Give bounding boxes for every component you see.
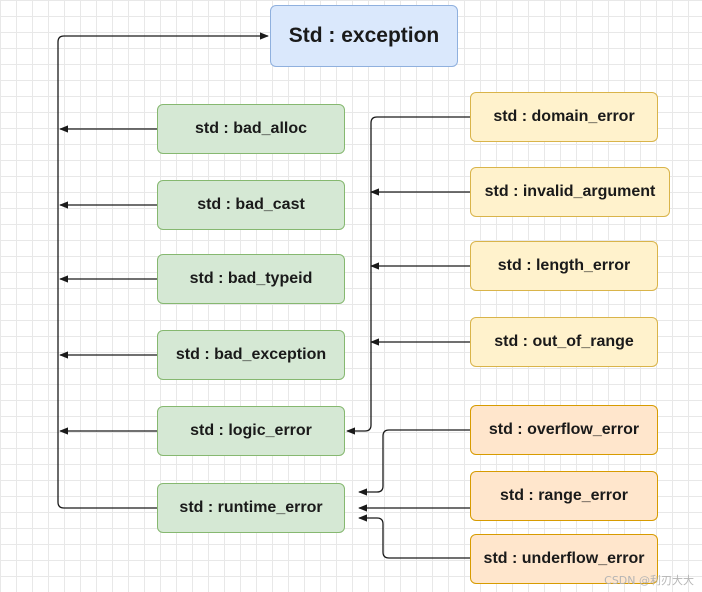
edge-domain-error xyxy=(346,116,470,435)
watermark: CSDN @利刃大大 xyxy=(604,574,694,587)
node-bad-alloc: std : bad_alloc xyxy=(157,104,345,154)
node-bad-typeid: std : bad_typeid xyxy=(157,254,345,304)
node-domain-error: std : domain_error xyxy=(470,92,658,142)
edge-runtime-to-exception xyxy=(57,32,269,509)
node-underflow-error: std : underflow_error xyxy=(470,534,658,584)
node-out-of-range: std : out_of_range xyxy=(470,317,658,367)
node-length-error: std : length_error xyxy=(470,241,658,291)
node-logic-error: std : logic_error xyxy=(157,406,345,456)
node-range-error: std : range_error xyxy=(470,471,658,521)
node-bad-cast: std : bad_cast xyxy=(157,180,345,230)
node-bad-exception: std : bad_exception xyxy=(157,330,345,380)
node-invalid-argument: std : invalid_argument xyxy=(470,167,670,217)
edge-overflow-error xyxy=(358,429,470,496)
node-std-exception: Std : exception xyxy=(270,5,458,67)
edge-underflow-error xyxy=(358,514,470,559)
node-overflow-error: std : overflow_error xyxy=(470,405,658,455)
node-runtime-error: std : runtime_error xyxy=(157,483,345,533)
